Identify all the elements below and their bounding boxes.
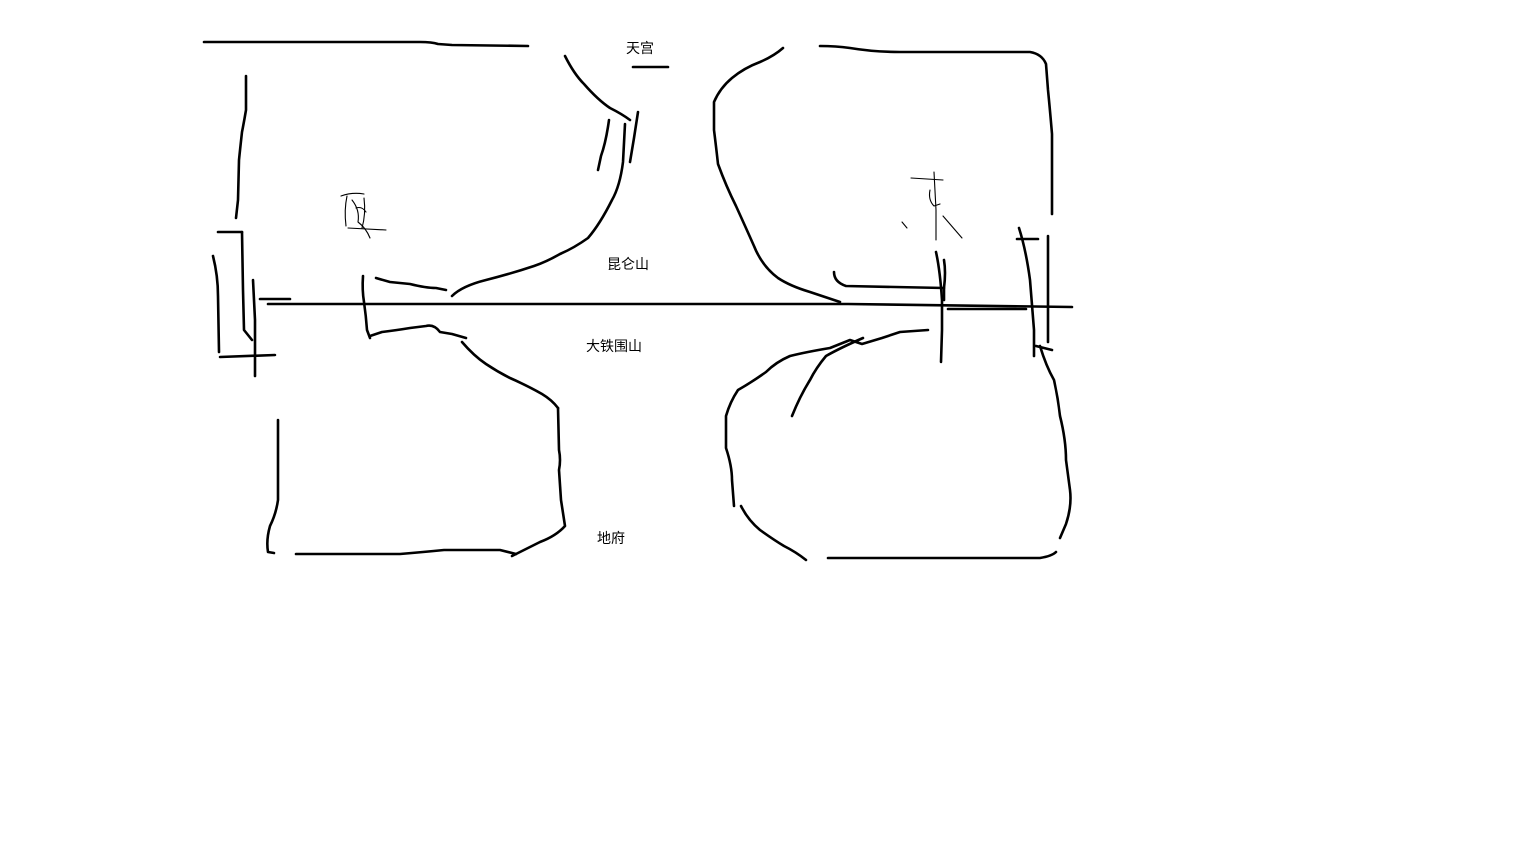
bottom-right-right-edge (1040, 346, 1071, 538)
label-great-iron-ring-mountain: 大铁围山 (586, 339, 642, 355)
top-left-bottom-edge (376, 278, 446, 290)
bottom-right-bottom-edge (828, 552, 1056, 558)
top-right-top-edge (820, 46, 1052, 214)
top-left-left-edge (236, 76, 246, 218)
bottom-right-bottom-curve (741, 506, 806, 560)
handwritten-west (341, 193, 386, 238)
top-left-top-edge (204, 42, 528, 46)
left-gate-outer-post (213, 256, 219, 352)
handwritten-east-stroke-1 (911, 178, 943, 180)
center-horizontal-line (268, 304, 1072, 307)
left-gate-right-post (253, 280, 255, 376)
right-gate-center-post (1019, 228, 1034, 356)
handwritten-east-stroke-4 (943, 216, 962, 238)
label-heaven-palace: 天宫 (626, 41, 654, 57)
bottom-right-region (726, 330, 1071, 560)
label-kunlun-mountain: 昆仑山 (607, 257, 649, 273)
handwritten-east (902, 172, 962, 240)
handwritten-west-stroke-5 (348, 228, 386, 230)
handwritten-west-stroke-3 (352, 200, 370, 238)
top-right-left-curve (714, 48, 840, 302)
top-left-right-edge (452, 124, 625, 296)
top-left-short-stroke-1 (598, 120, 609, 170)
handwritten-east-stroke-5 (902, 222, 907, 228)
left-bracket (363, 276, 370, 338)
handwritten-west-stroke-2 (345, 196, 347, 226)
handwritten-west-stroke-6 (362, 198, 365, 228)
bottom-left-right-edge (512, 408, 565, 556)
bottom-left-top-curve (370, 326, 466, 338)
top-right-inner-post (944, 260, 945, 300)
handwritten-west-stroke-1 (341, 193, 364, 196)
bottom-left-right-curve (462, 342, 558, 408)
bottom-left-left-edge (267, 420, 278, 553)
right-gate-left-post (936, 252, 942, 362)
top-right-region (714, 46, 1052, 302)
top-right-inner-bottom (834, 272, 944, 288)
top-left-curve (565, 56, 630, 120)
right-gate-bottom-tick (1036, 346, 1052, 350)
right-gate (936, 228, 1052, 362)
bottom-left-bottom-edge (296, 550, 516, 554)
left-gate-inner-post (242, 232, 252, 340)
top-left-region (204, 42, 638, 296)
left-gate-bottom-bar (220, 355, 275, 357)
bottom-left-region (267, 326, 565, 556)
label-underworld: 地府 (597, 531, 625, 547)
